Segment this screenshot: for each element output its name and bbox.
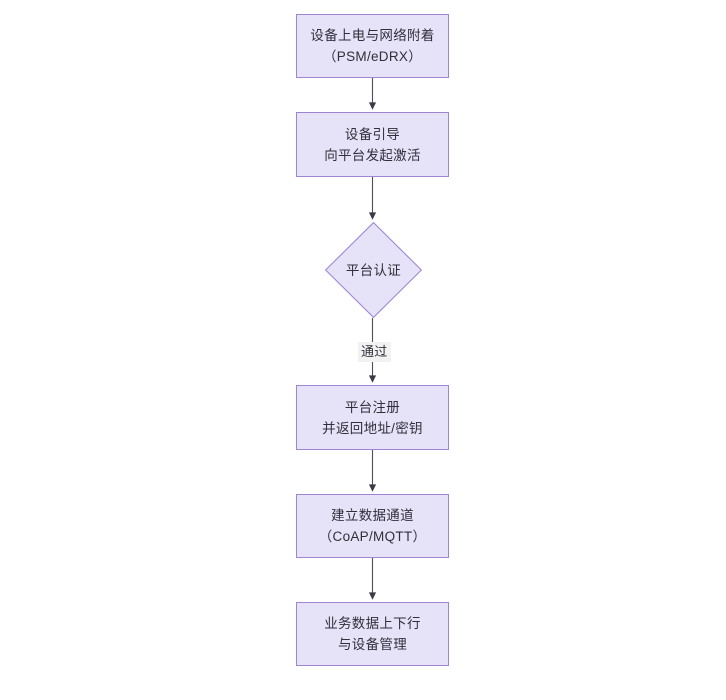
node-platform-auth[interactable]: 平台认证 [325,222,422,318]
node-platform-register-line-1: 平台注册 [344,399,401,415]
node-business-data-line-1: 业务数据上下行 [324,616,421,631]
node-power-on-line-2: （PSM/eDRX） [322,49,423,64]
node-platform-register-line-2: 并返回地址/密钥 [322,420,423,436]
node-power-on[interactable]: 设备上电与网络附着 （PSM/eDRX） [296,14,449,78]
node-bootstrap-line-2: 向平台发起激活 [324,147,421,163]
edge-label-pass: 通过 [358,342,391,362]
node-data-channel[interactable]: 建立数据通道 （CoAP/MQTT） [296,494,449,558]
node-data-channel-line-1: 建立数据通道 [331,508,414,523]
diamond-shape-icon [325,222,422,318]
node-platform-register[interactable]: 平台注册 并返回地址/密钥 [296,385,449,450]
node-bootstrap[interactable]: 设备引导 向平台发起激活 [296,112,449,177]
node-business-data-line-2: 与设备管理 [338,637,407,652]
node-bootstrap-line-1: 设备引导 [344,126,401,142]
node-data-channel-line-2: （CoAP/MQTT） [318,529,427,544]
node-business-data[interactable]: 业务数据上下行 与设备管理 [296,602,449,666]
node-power-on-line-1: 设备上电与网络附着 [310,28,435,43]
